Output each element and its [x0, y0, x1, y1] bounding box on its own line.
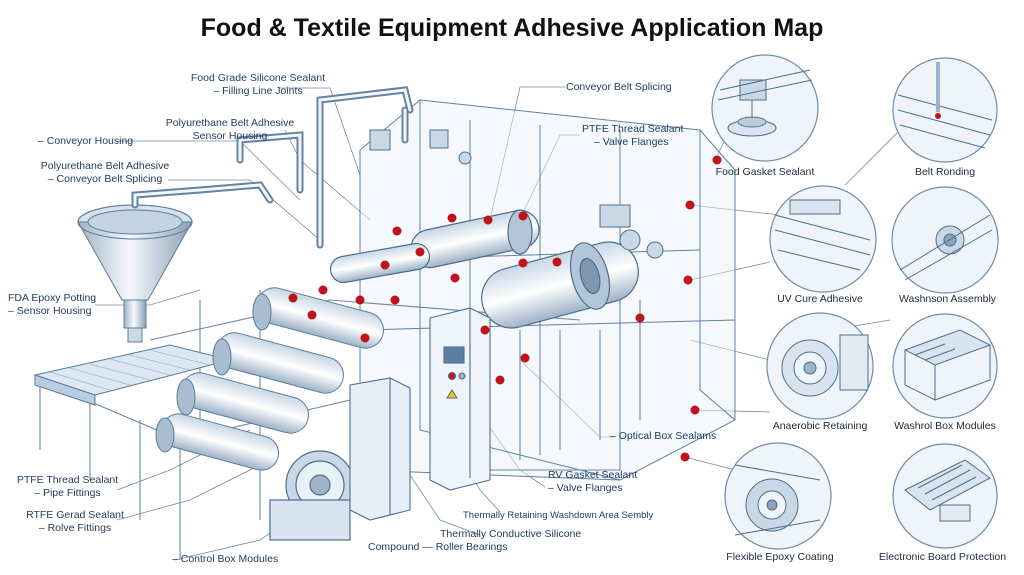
panel-caption: Flexible Epoxy Coating: [726, 551, 834, 563]
label-food-grade-silicone: Food Grade Silicone Sealant – Filling Li…: [168, 72, 348, 98]
label-ptfe-pipe: PTFE Thread Sealant – Pipe Fittings: [10, 474, 125, 500]
label-thermal-washdown: Thermally Retaining Washdown Area Sembly: [463, 509, 653, 522]
label-line: – Filling Line Joints: [213, 85, 303, 97]
label-ptfe-valve: PTFE Thread Sealant – Valve Flanges: [582, 123, 683, 149]
label-pu-belt-conveyor: Polyurethane Belt Adhesive – Conveyor Be…: [30, 160, 180, 186]
label-pu-belt-sensor: Polyurethane Belt Adhesive Sensor Housin…: [150, 117, 310, 143]
panel-caption: Anaerobic Retaining: [772, 420, 868, 432]
label-line: RV Gasket Sealant: [548, 469, 638, 481]
label-line: FDA Epoxy Potting: [8, 292, 97, 304]
label-line: – Conveyor Housing: [38, 135, 134, 147]
label-optical-box: – Optical Box Sealams: [610, 430, 716, 443]
label-line: – Valve Flanges: [594, 136, 669, 148]
panel-caption: Belt Ronding: [914, 166, 976, 178]
page-title: Food & Textile Equipment Adhesive Applic…: [200, 14, 824, 42]
label-line: – Optical Box Sealams: [610, 430, 717, 442]
label-line: Polyurethane Belt Adhesive: [165, 117, 295, 129]
label-line: Thermally Retaining Washdown Area Sembly: [463, 510, 654, 521]
panel-caption: Food Gasket Sealant: [715, 166, 815, 178]
label-line: Conveyor Belt Splicing: [566, 81, 672, 93]
label-rv-gasket: RV Gasket Sealant – Valve Flanges: [548, 469, 637, 495]
label-line: RTFE Gerad Sealant: [26, 509, 124, 521]
label-line: – Valve Flanges: [548, 482, 623, 494]
label-line: PTFE Thread Sealant: [16, 474, 119, 486]
panel-caption: Washrol Box Modules: [894, 420, 996, 432]
label-line: – Control Box Modules: [172, 553, 279, 565]
label-line: Sensor Housing: [192, 130, 268, 142]
label-line: – Pipe Fittings: [34, 487, 101, 499]
label-thermal-roller: Thermally Conductive Silicone Compound —…: [368, 528, 581, 554]
panel-caption: Electronic Board Protection: [878, 551, 1007, 563]
label-control-box: – Control Box Modules: [172, 553, 278, 566]
label-conveyor-belt-splicing: Conveyor Belt Splicing: [566, 81, 672, 94]
panel-caption: Washnson Assembly: [898, 293, 997, 305]
label-line: Thermally Conductive Silicone: [440, 528, 582, 540]
label-line: Compound — Roller Bearings: [368, 541, 508, 553]
label-rtfe-roller: RTFE Gerad Sealant – Rolve Fittings: [20, 509, 130, 535]
panel-caption: UV Cure Adhesive: [777, 293, 863, 305]
label-line: Food Grade Silicone Sealant: [190, 72, 326, 84]
label-line: – Conveyor Belt Splicing: [47, 173, 163, 185]
label-conveyor-housing: – Conveyor Housing: [38, 135, 133, 148]
application-dots: [288, 155, 722, 462]
label-line: PTFE Thread Sealant: [582, 123, 684, 135]
label-fda-epoxy: FDA Epoxy Potting – Sensor Housing: [8, 292, 96, 318]
label-line: – Sensor Housing: [8, 305, 92, 317]
label-line: Polyurethane Belt Adhesive: [40, 160, 170, 172]
label-line: – Rolve Fittings: [38, 522, 112, 534]
